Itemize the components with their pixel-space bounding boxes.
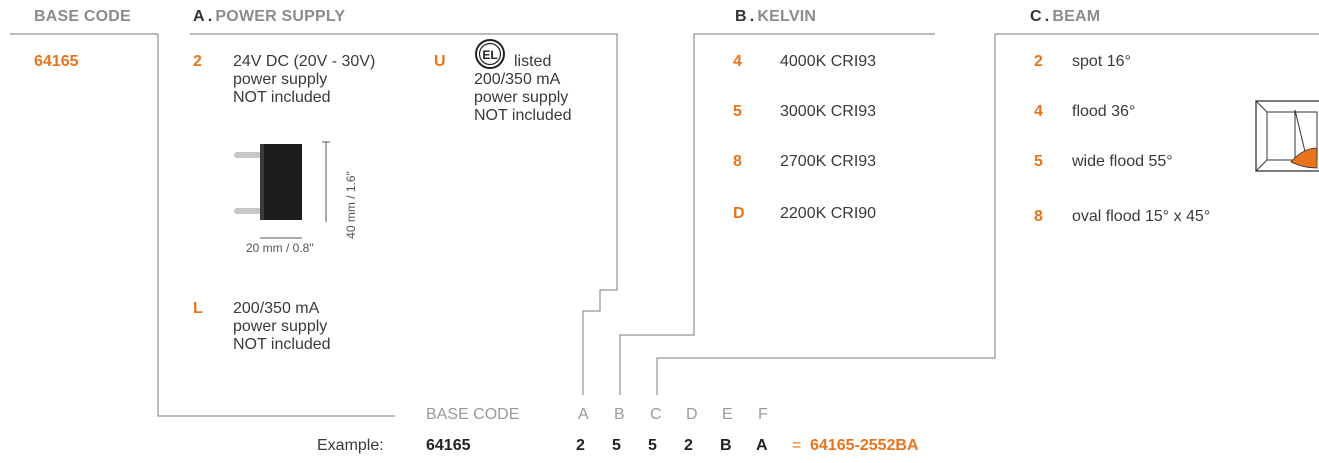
legend-letter: F — [758, 406, 768, 423]
legend-letter: A — [578, 406, 589, 423]
beam-option-label: oval flood 15° x 45° — [1072, 208, 1211, 225]
power-option-u-line2: 200/350 mA — [474, 71, 561, 88]
power-option-2-text: 24V DC (20V - 30V) power supply NOT incl… — [233, 53, 375, 107]
beam-letter: C — [1030, 8, 1042, 25]
power-option-2-line1: 24V DC (20V - 30V) — [233, 53, 376, 70]
example-base-code: 64165 — [426, 437, 471, 454]
power-option-l-line3: NOT included — [233, 336, 331, 353]
power-supply-label: POWER SUPPLY — [215, 8, 346, 25]
base-code-header: BASE CODE — [34, 8, 131, 25]
power-option-l-line2: power supply — [233, 318, 328, 335]
legend-base-code: BASE CODE — [426, 406, 520, 423]
power-option-2-code: 2 — [193, 53, 202, 70]
example-value: B — [720, 437, 732, 454]
base-code-value: 64165 — [34, 53, 79, 70]
kelvin-option-label: 4000K CRI93 — [780, 53, 877, 70]
power-supply-image — [234, 141, 330, 239]
power-option-u-line1: listed — [514, 53, 552, 70]
power-option-u-line3: power supply — [474, 89, 569, 106]
kelvin-option-label: 2200K CRI90 — [780, 205, 877, 222]
power-supply-letter: A — [193, 8, 205, 25]
beam-header: C.BEAM — [1030, 8, 1100, 26]
beam-label: BEAM — [1052, 8, 1101, 25]
kelvin-option-code: 4 — [733, 53, 742, 70]
power-option-l-code: L — [193, 300, 203, 317]
beam-option-code: 4 — [1034, 103, 1043, 120]
example-equals: = — [792, 437, 802, 454]
kelvin-option-code: D — [733, 205, 745, 222]
beam-fixture-icon — [1255, 100, 1319, 172]
power-supply-width-dim: 20 mm / 0.8" — [246, 241, 314, 255]
etl-listed-icon: EL — [475, 39, 505, 69]
example-value: 2 — [576, 437, 585, 454]
example-label: Example: — [317, 437, 384, 454]
beam-option-label: wide flood 55° — [1072, 153, 1173, 170]
power-supply-height-dim: 40 mm / 1.6" — [344, 171, 358, 239]
example-value: A — [756, 437, 768, 454]
power-option-2-line2: power supply — [233, 71, 328, 88]
beam-option-label: flood 36° — [1072, 103, 1136, 120]
example-value: 5 — [612, 437, 621, 454]
svg-text:EL: EL — [482, 48, 497, 62]
example-value: 2 — [684, 437, 693, 454]
beam-option-code: 2 — [1034, 53, 1043, 70]
legend-letter: B — [614, 406, 625, 423]
beam-option-code: 5 — [1034, 153, 1043, 170]
kelvin-option-code: 8 — [733, 153, 742, 170]
power-supply-sep: . — [207, 8, 213, 25]
kelvin-option-code: 5 — [733, 103, 742, 120]
example-result: 64165-2552BA — [810, 437, 919, 454]
kelvin-label: KELVIN — [757, 8, 817, 25]
beam-option-code: 8 — [1034, 208, 1043, 225]
kelvin-header: B.KELVIN — [735, 8, 816, 26]
power-option-2-line3: NOT included — [233, 89, 331, 106]
power-supply-header: A.POWER SUPPLY — [193, 8, 345, 26]
power-option-l-text: 200/350 mA power supply NOT included — [233, 300, 331, 354]
power-option-u-line4: NOT included — [474, 107, 572, 124]
legend-letter: D — [686, 406, 698, 423]
beam-sep: . — [1044, 8, 1050, 25]
beam-option-label: spot 16° — [1072, 53, 1131, 70]
power-option-u-code: U — [434, 53, 446, 70]
legend-letter: C — [650, 406, 662, 423]
kelvin-option-label: 2700K CRI93 — [780, 153, 877, 170]
legend-letter: E — [722, 406, 733, 423]
power-option-u-text: listed 200/350 mA power supply NOT inclu… — [474, 53, 572, 125]
kelvin-sep: . — [749, 8, 755, 25]
example-value: 5 — [648, 437, 657, 454]
kelvin-option-label: 3000K CRI93 — [780, 103, 877, 120]
kelvin-letter: B — [735, 8, 747, 25]
power-option-l-line1: 200/350 mA — [233, 300, 320, 317]
